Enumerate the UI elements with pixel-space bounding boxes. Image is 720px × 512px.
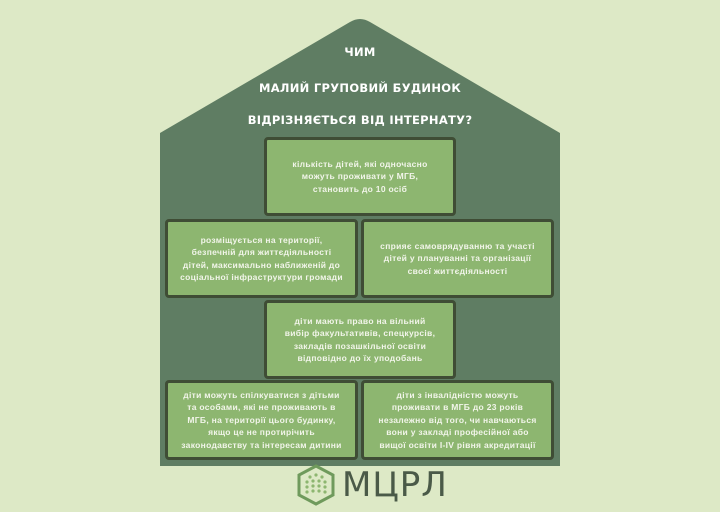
title-line-1: ЧИМ <box>344 45 376 59</box>
fact-box-free-choice: діти мають право на вільний вибір факуль… <box>264 300 456 379</box>
hexagon-logo-icon <box>297 464 335 506</box>
fact-box-capacity: кількість дітей, які одночасно можуть пр… <box>264 137 456 216</box>
title-line-3: ВІДРІЗНЯЄТЬСЯ ВІД ІНТЕРНАТУ? <box>247 113 473 127</box>
logo: МЦРЛ <box>296 464 448 506</box>
fact-box-disability: діти з інвалідністю можуть проживати в М… <box>361 380 554 460</box>
fact-box-communication: діти можуть спілкуватися з дітьми та осо… <box>165 380 358 460</box>
title-line-2: МАЛИЙ ГРУПОВИЙ БУДИНОК <box>258 81 462 95</box>
logo-text: МЦРЛ <box>342 465 448 505</box>
fact-box-self-government: сприяє самоврядуванню та участі дітей у … <box>361 219 554 298</box>
fact-box-location: розміщується на території, безпечній для… <box>165 219 358 298</box>
